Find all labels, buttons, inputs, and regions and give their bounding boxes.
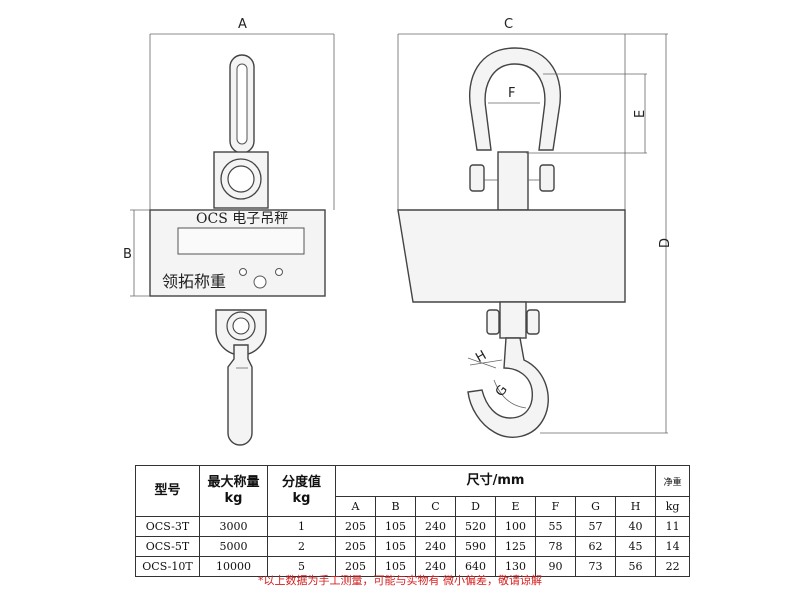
dim-col-e: E	[495, 496, 536, 517]
col-division-header: 分度值 kg	[267, 465, 336, 517]
cell-b: 105	[375, 516, 416, 537]
table-row: OCS-10T 10000 5 205 105 240 640 130 90 7…	[135, 556, 691, 577]
cell-g: 57	[575, 516, 616, 537]
shackle-pin-right	[539, 164, 555, 192]
cell-c: 240	[415, 536, 456, 557]
dim-c-label: C	[504, 17, 513, 32]
footnote: *以上数据为手工测量，可能与实物有 微小偏差，敬请谅解	[258, 574, 542, 587]
cell-c: 240	[415, 516, 456, 537]
cell-e: 130	[495, 556, 536, 577]
cell-capacity: 3000	[199, 516, 268, 537]
dim-col-f: F	[535, 496, 576, 517]
cell-weight: 14	[655, 536, 691, 557]
dim-col-d: D	[455, 496, 496, 517]
cell-model: OCS-5T	[135, 536, 200, 557]
dim-g-line	[493, 379, 527, 409]
cell-e: 100	[495, 516, 536, 537]
dim-h-line	[467, 357, 497, 369]
front-view: A OCS 电子吊秤 领拓称重 B	[123, 17, 335, 446]
cell-d: 520	[455, 516, 496, 537]
dim-h-label: H	[473, 348, 489, 366]
division-label: 分度值	[281, 475, 321, 490]
side-body	[397, 209, 626, 303]
power-button	[253, 275, 267, 289]
display-window	[177, 227, 305, 255]
dim-a-label: A	[238, 17, 247, 32]
cell-c: 240	[415, 556, 456, 577]
weight-unit: kg	[655, 496, 691, 517]
dim-g-label: G	[493, 383, 511, 400]
indicator-left	[239, 268, 247, 276]
cell-f: 78	[535, 536, 576, 557]
cell-f: 55	[535, 516, 576, 537]
dim-e-label: E	[633, 110, 648, 118]
cell-weight: 22	[655, 556, 691, 577]
cell-b: 105	[375, 536, 416, 557]
cell-e: 125	[495, 536, 536, 557]
cell-g: 62	[575, 536, 616, 557]
cell-h: 56	[614, 556, 657, 577]
cell-h: 40	[614, 516, 657, 537]
division-unit: kg	[292, 491, 311, 506]
cell-a: 205	[335, 556, 376, 577]
cell-division: 2	[267, 536, 336, 557]
side-swivel	[497, 151, 529, 211]
cell-weight: 11	[655, 516, 691, 537]
col-size-header: 尺寸/mm	[334, 465, 657, 497]
panel-brand: OCS 电子吊秤	[196, 211, 288, 227]
col-model-header: 型号	[135, 465, 200, 517]
dim-col-h: H	[614, 496, 657, 517]
cell-h: 45	[614, 536, 657, 557]
dim-col-a: A	[335, 496, 376, 517]
cell-g: 73	[575, 556, 616, 577]
dim-col-g: G	[575, 496, 616, 517]
indicator-right	[275, 268, 283, 276]
cell-model: OCS-3T	[135, 516, 200, 537]
crane-scale-drawing: A OCS 电子吊秤 领拓称重 B C	[123, 17, 673, 446]
panel-bottom-text: 领拓称重	[162, 272, 226, 291]
cell-division: 1	[267, 516, 336, 537]
col-capacity-header: 最大称量 kg	[199, 465, 268, 517]
cell-capacity: 5000	[199, 536, 268, 557]
shackle-pin-left	[469, 164, 485, 192]
front-hook	[227, 344, 253, 446]
cell-division: 5	[267, 556, 336, 577]
cell-f: 90	[535, 556, 576, 577]
spec-table: 型号 最大称量 kg 分度值 kg 尺寸/mm 净重 A B C D E F G…	[135, 465, 691, 577]
side-lower-swivel	[499, 301, 527, 339]
dim-col-c: C	[415, 496, 456, 517]
cell-capacity: 10000	[199, 556, 268, 577]
cell-a: 205	[335, 536, 376, 557]
table-row: OCS-3T 3000 1 205 105 240 520 100 55 57 …	[135, 516, 691, 537]
cell-a: 205	[335, 516, 376, 537]
cell-d: 590	[455, 536, 496, 557]
dim-f-label: F	[508, 86, 515, 101]
col-weight-header: 净重	[655, 465, 691, 497]
side-view: C F E H G D	[397, 17, 673, 438]
capacity-label: 最大称量	[207, 475, 260, 490]
dim-b-label: B	[123, 247, 132, 262]
cell-model: OCS-10T	[135, 556, 200, 577]
dim-d-label: D	[658, 238, 673, 248]
side-hook	[467, 337, 549, 438]
dim-col-b: B	[375, 496, 416, 517]
side-shackle	[469, 47, 561, 151]
capacity-unit: kg	[224, 491, 243, 506]
table-row: OCS-5T 5000 2 205 105 240 590 125 78 62 …	[135, 536, 691, 557]
